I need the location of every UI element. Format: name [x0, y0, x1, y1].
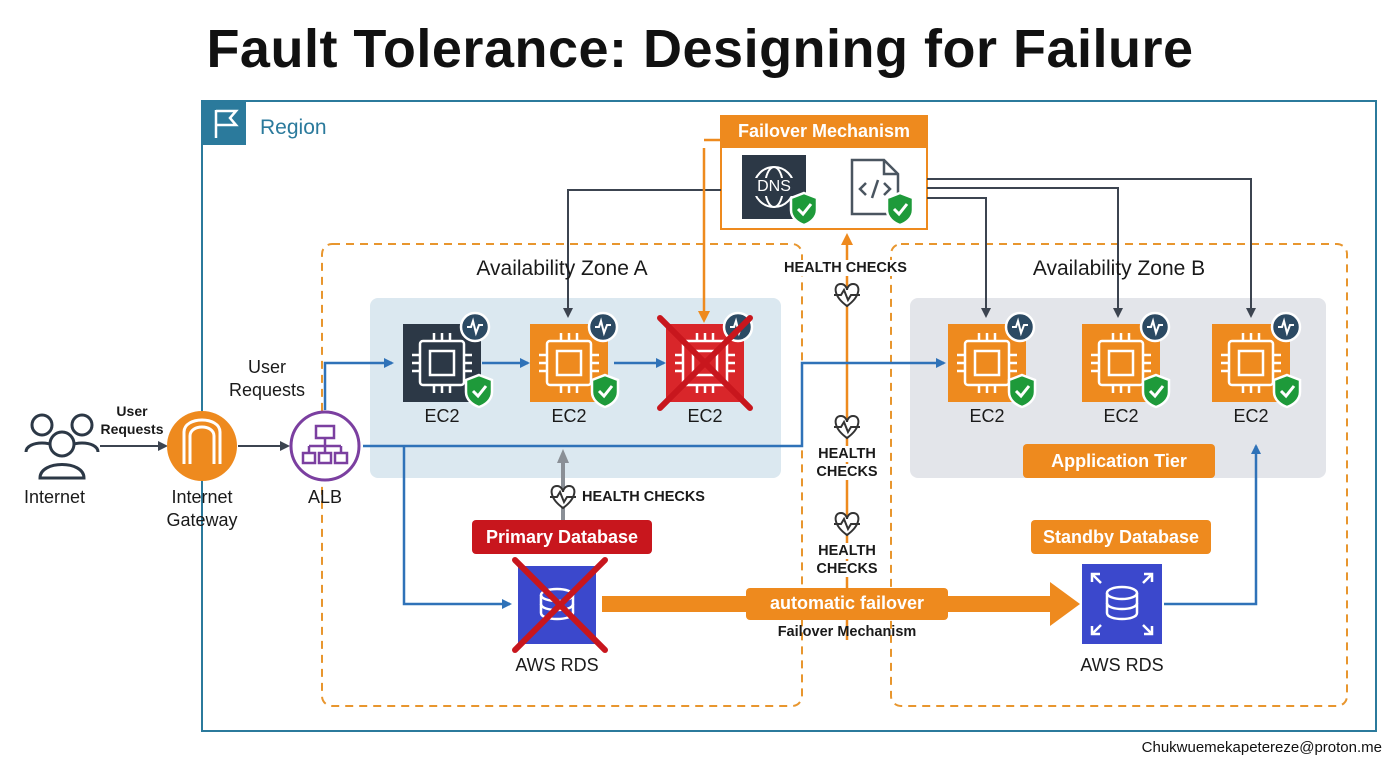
failed-ec2-x-icon [657, 315, 753, 411]
health-heart-icon-middle [833, 415, 861, 439]
failover-box-title: Failover Mechanism [737, 121, 911, 141]
dns-text-bg [753, 178, 795, 196]
dns-check-icon [789, 191, 819, 227]
internet-gateway-icon [167, 411, 237, 481]
zone-a-ec2-3-label: EC2 [687, 406, 723, 426]
automatic-failover-arrow [602, 582, 1080, 626]
flag-icon [214, 109, 239, 138]
failover-mechanism-caption: Failover Mechanism [777, 624, 917, 640]
code-check-icon [885, 191, 915, 227]
application-tier-badge: Application Tier [1023, 444, 1215, 478]
zone-b-ec2-1-monitor-icon [1004, 311, 1036, 343]
zone-b-ec2-2-check-icon [1141, 373, 1171, 409]
primary-rds-label: AWS RDS [515, 655, 599, 675]
health-checks-lower-line1: HEALTH [806, 543, 888, 559]
standby-rds-db-icon [1090, 572, 1154, 636]
gateway-label-line2: Gateway [166, 510, 238, 530]
primary-rds-x-icon [512, 557, 608, 653]
health-checks-top-label: HEALTH CHECKS [782, 260, 909, 276]
health-checks-middle-line1: HEALTH [806, 446, 888, 462]
health-checks-lower-line2: CHECKS [806, 561, 888, 577]
zone-b-ec2-2-monitor-icon [1139, 311, 1171, 343]
health-heart-icon-top [833, 283, 861, 307]
zone-a-title: Availability Zone A [476, 257, 648, 280]
zone-b-ec2-2-label: EC2 [1103, 406, 1139, 426]
region-flag-tile [202, 101, 246, 145]
alb-icon [289, 410, 361, 482]
zone-b-ec2-1-check-icon [1007, 373, 1037, 409]
automatic-failover-label: automatic failover [769, 593, 925, 613]
users-icon [24, 413, 100, 480]
health-checks-zone-a-label: HEALTH CHECKS [582, 489, 705, 505]
zone-b-ec2-3-check-icon [1272, 373, 1302, 409]
zone-b-ec2-3-monitor-icon [1270, 311, 1302, 343]
failover-connectors [563, 178, 1256, 318]
failover-box-header [721, 116, 927, 148]
standby-database-badge: Standby Database [1031, 520, 1211, 554]
zone-a-ec2-1-monitor-icon [459, 311, 491, 343]
zone-b-title: Availability Zone B [1032, 257, 1206, 280]
health-heart-icon-lower [833, 512, 861, 536]
internet-label: Internet [24, 487, 86, 507]
alb-label: ALB [307, 487, 343, 507]
zone-a-ec2-1-check-icon [464, 373, 494, 409]
alb-requests-line2: Requests [228, 380, 306, 400]
zone-b-ec2-3-label: EC2 [1233, 406, 1269, 426]
zone-a-ec2-1-label: EC2 [424, 406, 460, 426]
zone-b-ec2-1-label: EC2 [969, 406, 1005, 426]
health-heart-icon-zone-a [549, 485, 577, 509]
region-label: Region [260, 116, 327, 139]
page-title: Fault Tolerance: Designing for Failure [206, 19, 1194, 79]
footer-email: Chukwuemekapetereze@proton.me [1141, 739, 1382, 756]
user-requests-small-label: User Requests [100, 403, 164, 437]
standby-rds-label: AWS RDS [1080, 655, 1164, 675]
dns-text: DNS [757, 178, 791, 195]
gateway-label-line1: Internet [171, 487, 233, 507]
zone-a-ec2-2-monitor-icon [587, 311, 619, 343]
alb-requests-line1: User [247, 357, 286, 377]
zone-a-ec2-2-label: EC2 [551, 406, 587, 426]
alb-routes [323, 358, 1261, 609]
primary-database-badge: Primary Database [472, 520, 652, 554]
health-checks-middle-line2: CHECKS [806, 464, 888, 480]
zone-a-ec2-2-check-icon [590, 373, 620, 409]
